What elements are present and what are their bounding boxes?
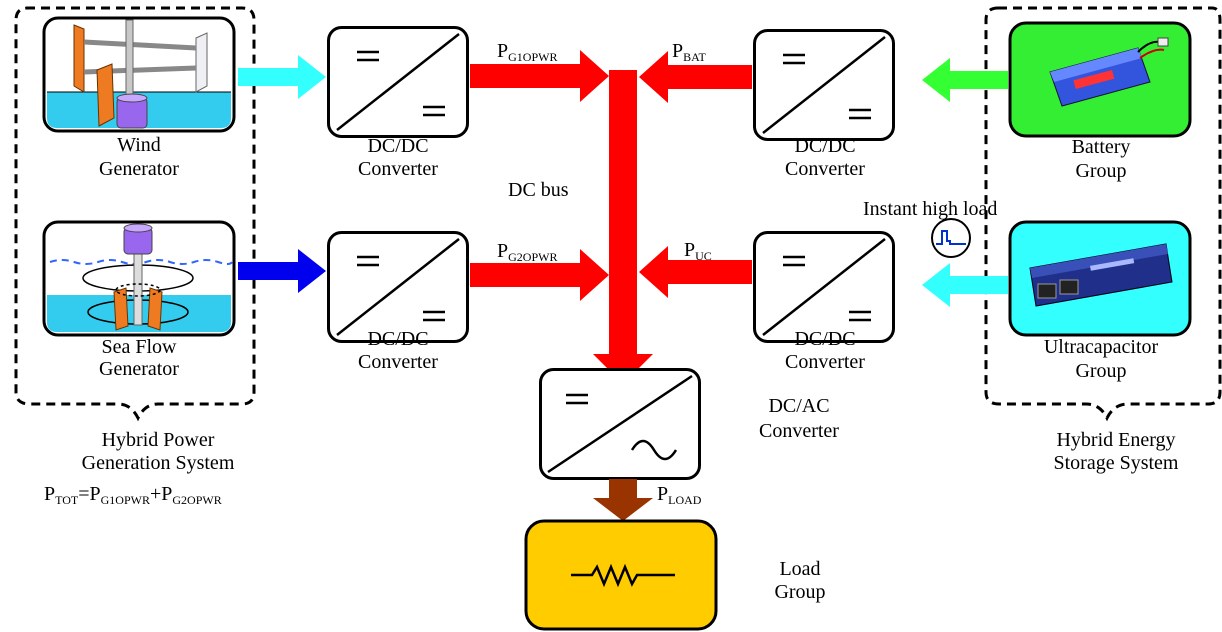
dcac-label-2: Converter xyxy=(759,420,839,442)
wind-to-converter-arrow xyxy=(238,55,326,99)
wind-generator-label-1: Wind xyxy=(117,134,161,156)
dcdc-converter-3 xyxy=(753,29,895,141)
dcac-converter xyxy=(539,368,701,480)
p-g1-label: PG1OPWR xyxy=(497,40,557,64)
battery-group-icon xyxy=(1008,21,1192,138)
wind-generator-label-2: Generator xyxy=(99,158,179,180)
load-group-label-1: Load xyxy=(779,558,820,580)
storage-system-label-2: Storage System xyxy=(1054,452,1179,474)
sea-flow-generator-icon xyxy=(42,220,236,337)
dcdc-converter-1 xyxy=(327,26,469,138)
wind-generator-icon xyxy=(42,16,236,133)
p-g1-arrow xyxy=(470,50,609,102)
p-load-arrow xyxy=(593,479,653,521)
dcdc-1-label-1: DC/DC xyxy=(367,135,428,157)
sea-to-converter-arrow xyxy=(238,249,326,293)
p-uc-label: PUC xyxy=(684,239,712,263)
generation-system-label-1: Hybrid Power xyxy=(102,429,215,451)
storage-system-bracket xyxy=(984,6,1222,422)
load-group-icon xyxy=(524,519,718,631)
dcdc-2-label-2: Converter xyxy=(358,351,438,373)
ultracapacitor-group-label-1: Ultracapacitor xyxy=(1044,336,1159,358)
battery-group-label-1: Battery xyxy=(1072,136,1131,158)
dcdc-2-label-1: DC/DC xyxy=(367,328,428,350)
dcdc-4-label-1: DC/DC xyxy=(794,328,855,350)
p-g2-arrow xyxy=(470,249,609,301)
instant-high-load-label: Instant high load xyxy=(863,198,997,220)
dc-bus xyxy=(609,70,637,356)
dcdc-3-label-2: Converter xyxy=(785,158,865,180)
dcdc-1-label-2: Converter xyxy=(358,158,438,180)
p-load-label: PLOAD xyxy=(657,483,702,507)
dcdc-converter-4 xyxy=(753,231,895,343)
pulse-load-icon xyxy=(931,218,971,258)
battery-to-converter-arrow xyxy=(922,58,1008,102)
sea-flow-generator-label-1: Sea Flow xyxy=(102,336,178,358)
ultracapacitor-to-converter-arrow xyxy=(922,263,1008,307)
p-bat-arrow xyxy=(639,51,752,103)
dcac-label-1: DC/AC xyxy=(768,395,829,417)
generation-system-label-2: Generation System xyxy=(82,452,235,474)
ultracapacitor-group-icon xyxy=(1008,220,1192,337)
load-group-label-2: Group xyxy=(774,581,825,603)
generation-system-bracket xyxy=(14,6,256,422)
dc-bus-label: DC bus xyxy=(508,179,569,201)
dcdc-3-label-1: DC/DC xyxy=(794,135,855,157)
sea-flow-generator-label-2: Generator xyxy=(99,358,179,380)
dcdc-4-label-2: Converter xyxy=(785,351,865,373)
storage-system-label-1: Hybrid Energy xyxy=(1056,429,1175,451)
p-g2-label: PG2OPWR xyxy=(497,240,557,264)
dcdc-converter-2 xyxy=(327,231,469,343)
ultracapacitor-group-label-2: Group xyxy=(1075,360,1126,382)
battery-group-label-2: Group xyxy=(1075,160,1126,182)
p-bat-label: PBAT xyxy=(672,40,706,64)
p-uc-arrow xyxy=(639,246,752,298)
total-power-equation: PTOT=PG1OPWR+PG2OPWR xyxy=(44,483,222,507)
